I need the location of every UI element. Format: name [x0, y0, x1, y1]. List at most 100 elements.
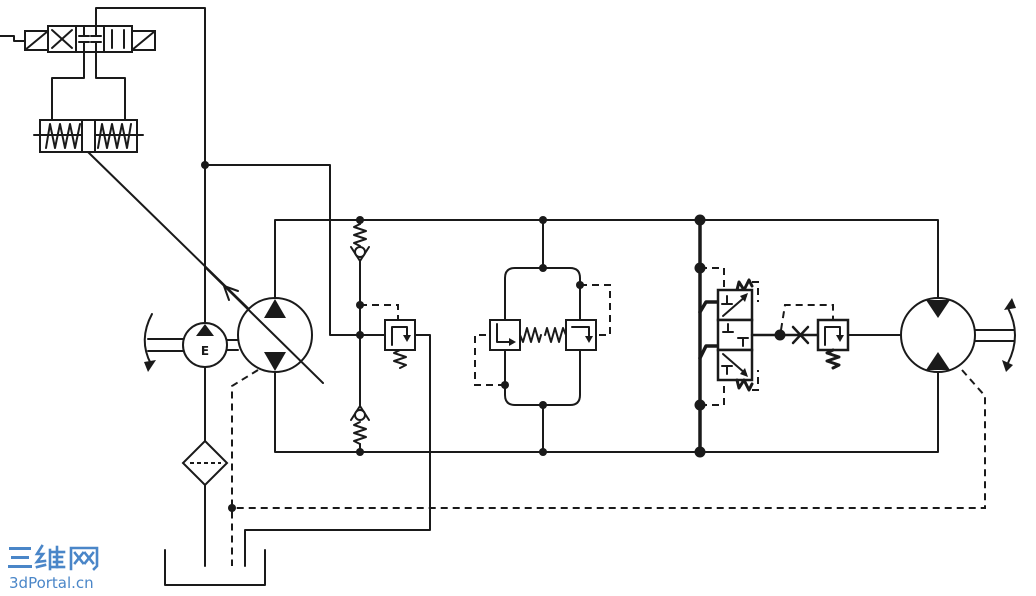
relief-return-line [244, 334, 431, 567]
crossover-pilot-right [580, 284, 611, 336]
high-pressure-line-a [274, 219, 939, 299]
servo-line-right [95, 51, 126, 121]
motor-circle [900, 297, 976, 373]
shuttle-bottom-arrow [722, 353, 747, 375]
rotation-arrowhead-right-top [1004, 298, 1016, 310]
charge-supply-line [95, 7, 206, 323]
valve-position-parallel [103, 25, 133, 53]
watermark-glyph-stroke [83, 551, 95, 565]
shuttle-pilot-top-right [752, 281, 759, 302]
crossover-relief-left-body [489, 319, 521, 351]
cross-arrow-2 [51, 29, 73, 49]
watermark-glyph-stroke [34, 544, 47, 564]
watermark-glyph-stroke [11, 556, 29, 559]
servo-line-left [51, 51, 85, 121]
watermark-site-text: 3dPortal.cn [9, 574, 94, 592]
charge-relief-pilot-line [360, 304, 399, 320]
charge-pump-triangle [196, 324, 214, 336]
charge-relief-spring [393, 349, 407, 369]
junction-dot [356, 301, 364, 309]
junction-dot [694, 399, 706, 411]
crossover-relief-valves [474, 219, 611, 453]
crossover-relief-right-arrow [571, 326, 590, 338]
flushing-relief-valve [750, 304, 902, 370]
orifice-cross-2 [791, 325, 810, 345]
motor-triangle-bottom [926, 352, 950, 370]
junction-dot [201, 161, 209, 169]
crossover-relief-right-spring [544, 327, 567, 343]
filter [181, 439, 229, 487]
flushing-relief-arrow [824, 326, 841, 346]
shuttle-pilot-top [700, 267, 725, 290]
junction-dot [356, 448, 364, 456]
right-solenoid-diagonal [131, 30, 156, 51]
cylinder-spring-right [97, 123, 132, 149]
left-solenoid-diagonal [24, 30, 49, 51]
junction-dot [501, 381, 509, 389]
flushing-pilot-line [780, 304, 834, 331]
watermark-glyph-stroke [69, 546, 99, 571]
junction-dot [774, 329, 786, 341]
pilot-input-line [0, 35, 26, 42]
crossover-relief-left-arrow [496, 323, 511, 343]
watermark-glyph-stroke [9, 547, 31, 550]
junction-dot [356, 216, 364, 224]
crossover-relief-left-spring [519, 327, 542, 343]
reservoir-tank [164, 549, 266, 586]
rotation-arrowhead-right-bottom [1002, 360, 1013, 372]
shuttle-spring-top [735, 278, 754, 292]
variable-displacement-pump [205, 267, 324, 384]
junction-dot [694, 214, 706, 226]
shuttle-pilot-bottom-right [752, 370, 759, 391]
shuttle-top-arrow [722, 295, 747, 317]
junction-dot [694, 446, 706, 458]
flushing-shuttle-valve [698, 218, 759, 454]
check-valve-bottom-ball [354, 409, 366, 421]
charge-relief-arrowhead [403, 335, 411, 342]
check-valve-top-ball [354, 246, 366, 258]
crossover-relief-right-arrowhead [585, 336, 593, 343]
solenoid-directional-valve [0, 25, 156, 53]
watermark-logo: 3dPortal.cn [8, 544, 99, 592]
variable-arrowhead [223, 285, 239, 301]
shuttle-port-a [698, 300, 720, 314]
junction-dots [201, 161, 786, 512]
junction-dot [694, 262, 706, 274]
watermark-glyph-stroke [35, 563, 47, 569]
charge-relief-flow-arrow [391, 326, 408, 346]
junction-dot [576, 281, 584, 289]
shuttle-position-center [716, 318, 754, 352]
watermark-glyph-stroke [73, 551, 85, 565]
servo-cylinder [33, 119, 144, 153]
shuttle-top-arrowhead [740, 293, 748, 302]
check-valve-top-spring [353, 223, 367, 247]
charge-pump: E [143, 313, 239, 372]
cylinder-spring-left [45, 123, 81, 149]
shuttle-bottom-arrowhead [740, 368, 748, 377]
valve-position-center [75, 25, 105, 53]
charge-pump-label: E [201, 344, 209, 358]
junction-dot [539, 401, 547, 409]
shuttle-spring-bottom [735, 378, 754, 392]
shuttle-port-b [698, 344, 720, 360]
hydraulic-motor [900, 297, 1016, 373]
high-pressure-line-b [274, 371, 939, 453]
cylinder-piston [81, 119, 96, 153]
flushing-relief-arrowhead [836, 335, 844, 342]
junction-dot [539, 448, 547, 456]
crossover-loop [504, 267, 581, 406]
crossover-relief-left-arrowhead [509, 338, 516, 346]
check-valve-bottom-spring [353, 421, 367, 445]
pump-triangle-bottom [264, 352, 286, 371]
flushing-relief-spring [825, 348, 841, 370]
motor-triangle-top [926, 300, 950, 318]
junction-dot [228, 504, 236, 512]
rotation-arrow-left [143, 313, 153, 365]
junction-dot [539, 216, 547, 224]
check-valve-bottom-seat [350, 405, 370, 421]
crossover-relief-right-body [565, 319, 597, 351]
junction-dot [356, 331, 364, 339]
charge-relief-valve [360, 304, 416, 369]
junction-dot [539, 264, 547, 272]
